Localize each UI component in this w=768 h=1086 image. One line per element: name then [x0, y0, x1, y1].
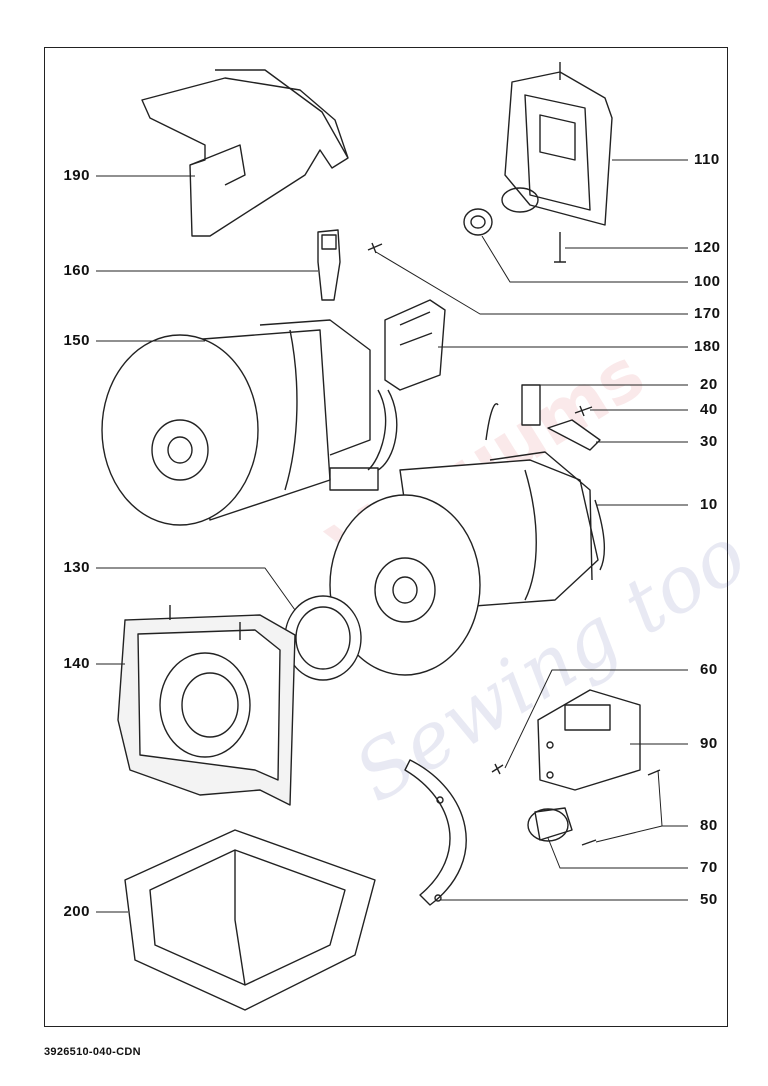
callout-20: 20 — [700, 376, 718, 393]
part-90-plate — [537, 689, 641, 791]
callout-50: 50 — [700, 891, 718, 908]
callout-110: 110 — [694, 151, 720, 168]
part-120-screw — [554, 232, 566, 263]
callout-10: 10 — [700, 496, 718, 513]
callout-100: 100 — [694, 273, 721, 290]
part-50-bracket — [404, 759, 467, 906]
callout-60: 60 — [700, 661, 718, 678]
leader-lines — [96, 159, 688, 913]
part-160-brush — [317, 229, 341, 301]
part-190-cover — [141, 69, 349, 237]
callout-130: 130 — [63, 559, 90, 576]
part-110-housing — [501, 62, 613, 226]
part-180-bracket — [384, 299, 446, 391]
callout-150: 150 — [63, 332, 90, 349]
callout-120: 120 — [694, 239, 721, 256]
part-70-thermostat — [527, 807, 573, 842]
callout-90: 90 — [700, 735, 718, 752]
part-170-screw — [367, 242, 383, 254]
diagram-frame — [44, 47, 728, 1027]
callout-170: 170 — [694, 305, 721, 322]
part-10-motor — [329, 403, 605, 676]
callout-160: 160 — [63, 262, 90, 279]
callout-200: 200 — [63, 903, 90, 920]
callout-80: 80 — [700, 817, 718, 834]
part-30-clip — [547, 419, 601, 451]
part-40-screw — [574, 405, 593, 417]
callout-180: 180 — [694, 338, 721, 355]
part-20-connector — [521, 384, 541, 426]
callout-40: 40 — [700, 401, 718, 418]
part-150-motor — [101, 319, 398, 526]
part-130-gasket — [284, 595, 362, 681]
callout-190: 190 — [63, 167, 90, 184]
callout-140: 140 — [63, 655, 90, 672]
document-code: 3926510-040-CDN — [44, 1046, 141, 1058]
part-200-tray — [124, 829, 376, 1011]
part-60-screw — [491, 763, 504, 775]
part-100-ring — [463, 208, 493, 236]
callout-30: 30 — [700, 433, 718, 450]
callout-70: 70 — [700, 859, 718, 876]
part-140-filter — [117, 605, 296, 806]
